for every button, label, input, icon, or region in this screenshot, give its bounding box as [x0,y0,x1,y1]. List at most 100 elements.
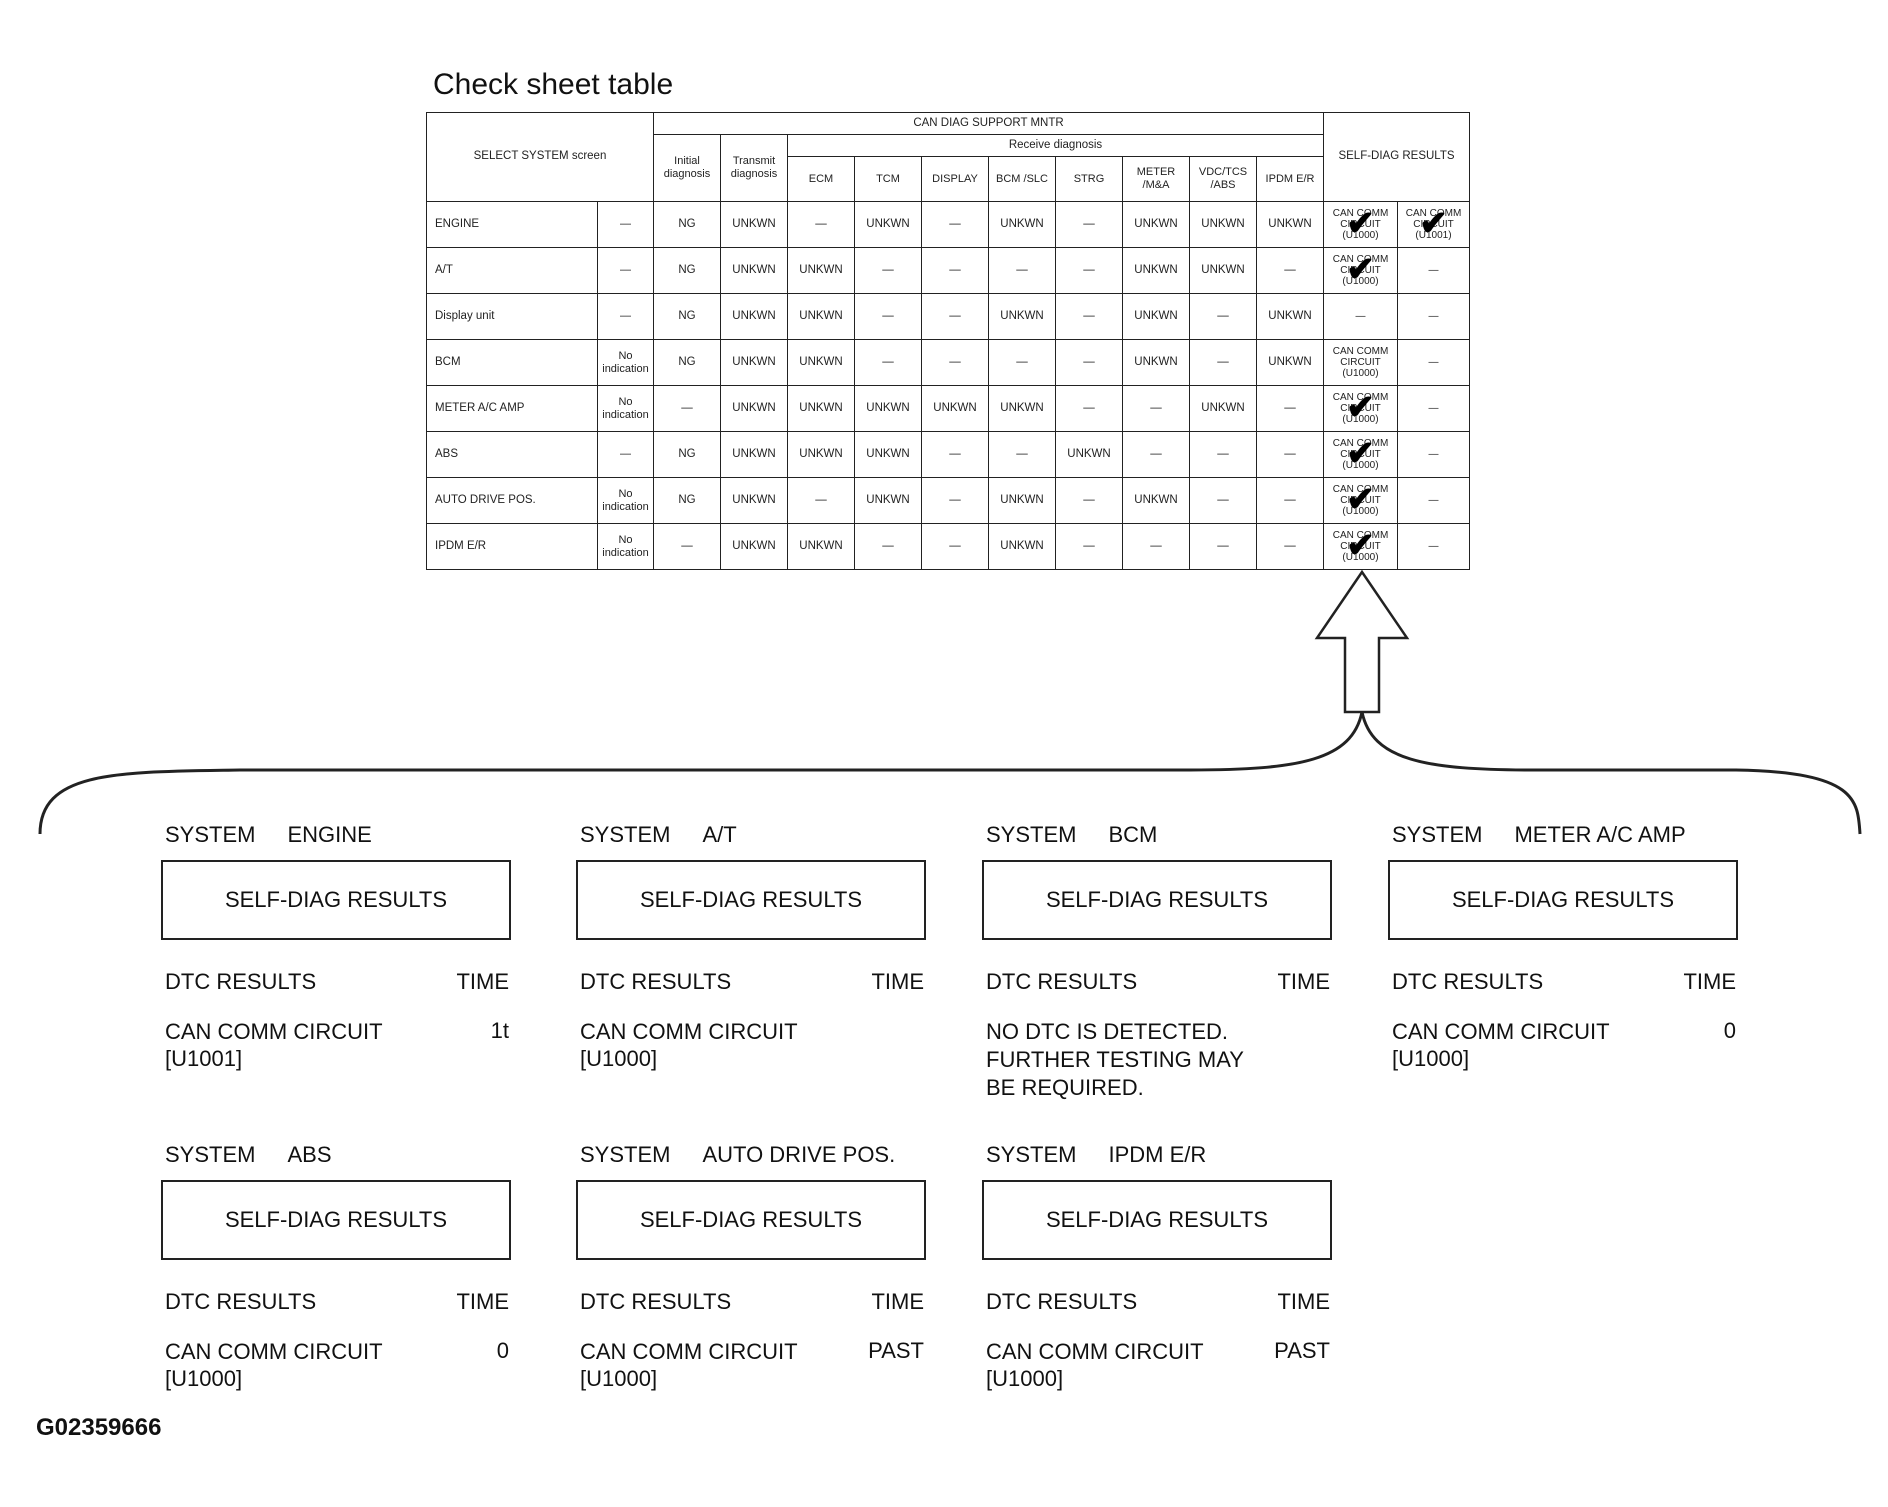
check-mark-icon: ✔ [1346,387,1375,426]
receive-diagnosis-cell: — [1256,385,1324,432]
system-name-cell: BCM [426,339,598,386]
self-diag-result-cell: — [1323,293,1398,340]
dtc-results-header: DTC RESULTS [986,969,1138,994]
self-diag-results-button[interactable]: SELF-DIAG RESULTS [576,1180,926,1260]
system-label: SYSTEM [165,822,256,847]
dtc-results-header: DTC RESULTS [580,969,732,994]
initial-diagnosis-header: Initial diagnosis [653,134,721,202]
receive-diagnosis-cell: UNKWN [787,523,855,570]
self-diag-result-cell: CAN COMM CIRCUIT (U1000)✔ [1323,431,1398,478]
self-diag-results-button[interactable]: SELF-DIAG RESULTS [161,860,511,940]
dtc-results-header: DTC RESULTS [165,1289,317,1314]
self-diag-result-cell: CAN COMM CIRCUIT (U1000)✔ [1323,523,1398,570]
dtc-results-header: DTC RESULTS [1392,969,1544,994]
check-mark-icon: ✔ [1346,479,1375,518]
time-header: TIME [1277,969,1330,994]
initial-diagnosis-cell: NG [653,201,721,248]
receive-diagnosis-cell: — [921,523,989,570]
dtc-code: [U1000] [580,1366,658,1391]
system-name: IPDM E/R [1108,1142,1207,1167]
dtc-code: [U1000] [580,1046,658,1071]
system-name: ENGINE [287,822,372,847]
initial-diagnosis-cell: NG [653,339,721,386]
self-diag-result-cell: — [1397,523,1470,570]
time-header: TIME [871,1289,924,1314]
receive-column-header: VDC/TCS /ABS [1189,156,1257,202]
indication-cell: No indication [597,385,654,432]
receive-diagnosis-cell: UNKWN [854,385,922,432]
system-name: METER A/C AMP [1514,822,1686,847]
indication-cell: No indication [597,477,654,524]
self-diag-result-text: CAN COMM CIRCUIT (U1000) [1332,346,1389,379]
transmit-diagnosis-cell: UNKWN [720,385,788,432]
self-diag-result-cell: CAN COMM CIRCUIT (U1000)✔ [1323,477,1398,524]
transmit-diagnosis-cell: UNKWN [720,431,788,478]
system-name: BCM [1108,822,1158,847]
self-diag-results-button[interactable]: SELF-DIAG RESULTS [1388,860,1738,940]
system-name-cell: IPDM E/R [426,523,598,570]
self-diag-result-text: — [1428,449,1439,460]
curly-bracket [38,711,1862,835]
receive-diagnosis-cell: UNKWN [988,201,1056,248]
receive-diagnosis-cell: — [921,247,989,294]
time-header: TIME [871,969,924,994]
self-diag-result-cell: CAN COMM CIRCUIT (U1000)✔ [1323,201,1398,248]
dtc-result-text: CAN COMM CIRCUIT [580,1339,798,1364]
transmit-diagnosis-cell: UNKWN [720,523,788,570]
receive-diagnosis-cell: — [1055,477,1123,524]
self-diag-result-cell: CAN COMM CIRCUIT (U1000)✔ [1323,247,1398,294]
time-header: TIME [1277,1289,1330,1314]
self-diag-results-button[interactable]: SELF-DIAG RESULTS [982,1180,1332,1260]
receive-diagnosis-cell: UNKWN [988,523,1056,570]
check-sheet-table: SELECT SYSTEM screen CAN DIAG SUPPORT MN… [426,112,1470,570]
dtc-results-header: DTC RESULTS [580,1289,732,1314]
self-diag-result-cell: — [1397,247,1470,294]
initial-diagnosis-cell: — [653,523,721,570]
dtc-results-header: DTC RESULTS [165,969,317,994]
time-value: 0 [496,1338,509,1363]
receive-diagnosis-cell: UNKWN [1189,201,1257,248]
self-diag-results-button[interactable]: SELF-DIAG RESULTS [982,860,1332,940]
time-value: 1t [490,1018,509,1043]
receive-diagnosis-cell: — [1122,385,1190,432]
receive-diagnosis-cell: UNKWN [787,385,855,432]
system-heading: SYSTEM ENGINE [165,822,372,848]
receive-diagnosis-cell: — [854,523,922,570]
transmit-diagnosis-header: Transmit diagnosis [720,134,788,202]
receive-diagnosis-cell: UNKWN [854,477,922,524]
dtc-code: [U1000] [165,1366,243,1391]
self-diag-result-text: CAN COMM CIRCUIT (U1000) [1332,208,1389,241]
indication-cell: — [597,431,654,478]
self-diag-results-button[interactable]: SELF-DIAG RESULTS [161,1180,511,1260]
receive-diagnosis-cell: — [921,477,989,524]
receive-diagnosis-cell: UNKWN [988,385,1056,432]
self-diag-result-text: CAN COMM CIRCUIT (U1000) [1332,530,1389,563]
initial-diagnosis-cell: — [653,385,721,432]
self-diag-result-text: CAN COMM CIRCUIT (U1000) [1332,254,1389,287]
self-diag-result-text: — [1428,357,1439,368]
receive-diagnosis-cell: — [1055,523,1123,570]
system-label: SYSTEM [1392,822,1483,847]
figure-id: G02359666 [36,1414,162,1441]
self-diag-result-cell: — [1397,477,1470,524]
system-name: A/T [702,822,737,847]
receive-diagnosis-cell: — [921,339,989,386]
dtc-result-text: CAN COMM CIRCUIT [986,1339,1204,1364]
time-header: TIME [1683,969,1736,994]
receive-diagnosis-cell: UNKWN [1055,431,1123,478]
system-name: AUTO DRIVE POS. [702,1142,896,1167]
system-heading: SYSTEM METER A/C AMP [1392,822,1686,848]
receive-column-header: TCM [854,156,922,202]
receive-diagnosis-cell: — [1256,523,1324,570]
self-diag-result-text: — [1428,265,1439,276]
system-name-cell: AUTO DRIVE POS. [426,477,598,524]
time-value: 0 [1723,1018,1736,1043]
check-mark-icon: ✔ [1346,433,1375,472]
select-system-header: SELECT SYSTEM screen [426,112,654,202]
receive-diagnosis-cell: UNKWN [1189,385,1257,432]
self-diag-results-button[interactable]: SELF-DIAG RESULTS [576,860,926,940]
dtc-results-header: DTC RESULTS [986,1289,1138,1314]
